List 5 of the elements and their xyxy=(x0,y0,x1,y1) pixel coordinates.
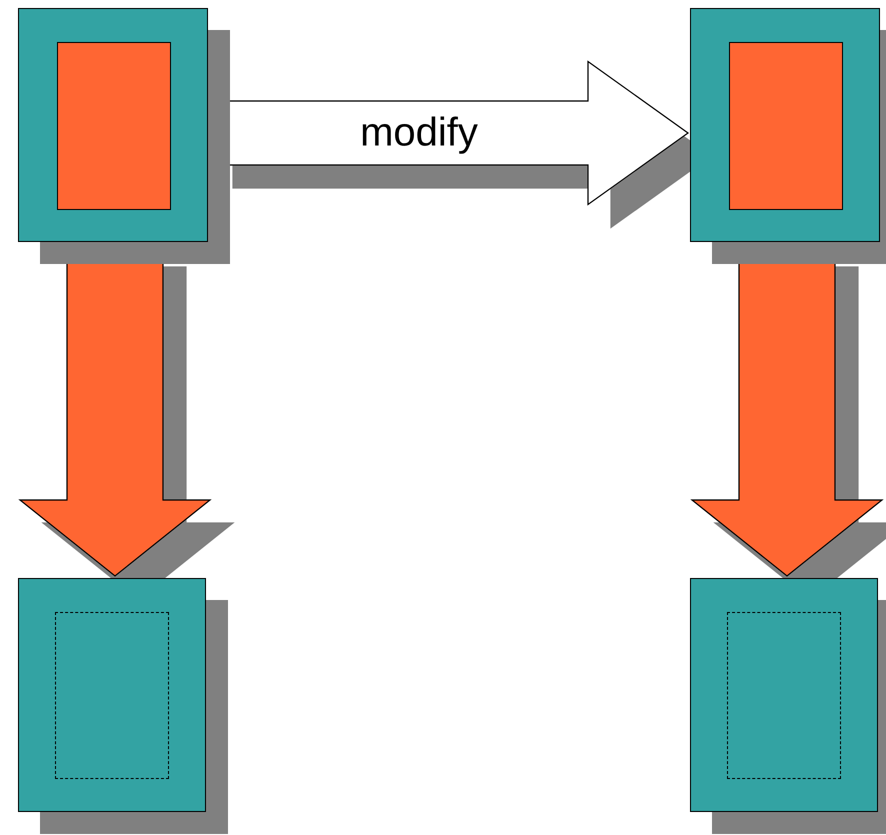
dashed-outline-box xyxy=(55,612,169,779)
inner-panel xyxy=(57,42,171,210)
edge-label: modify xyxy=(360,110,478,156)
inner-panel xyxy=(729,42,843,210)
dashed-outline-box xyxy=(727,612,841,779)
